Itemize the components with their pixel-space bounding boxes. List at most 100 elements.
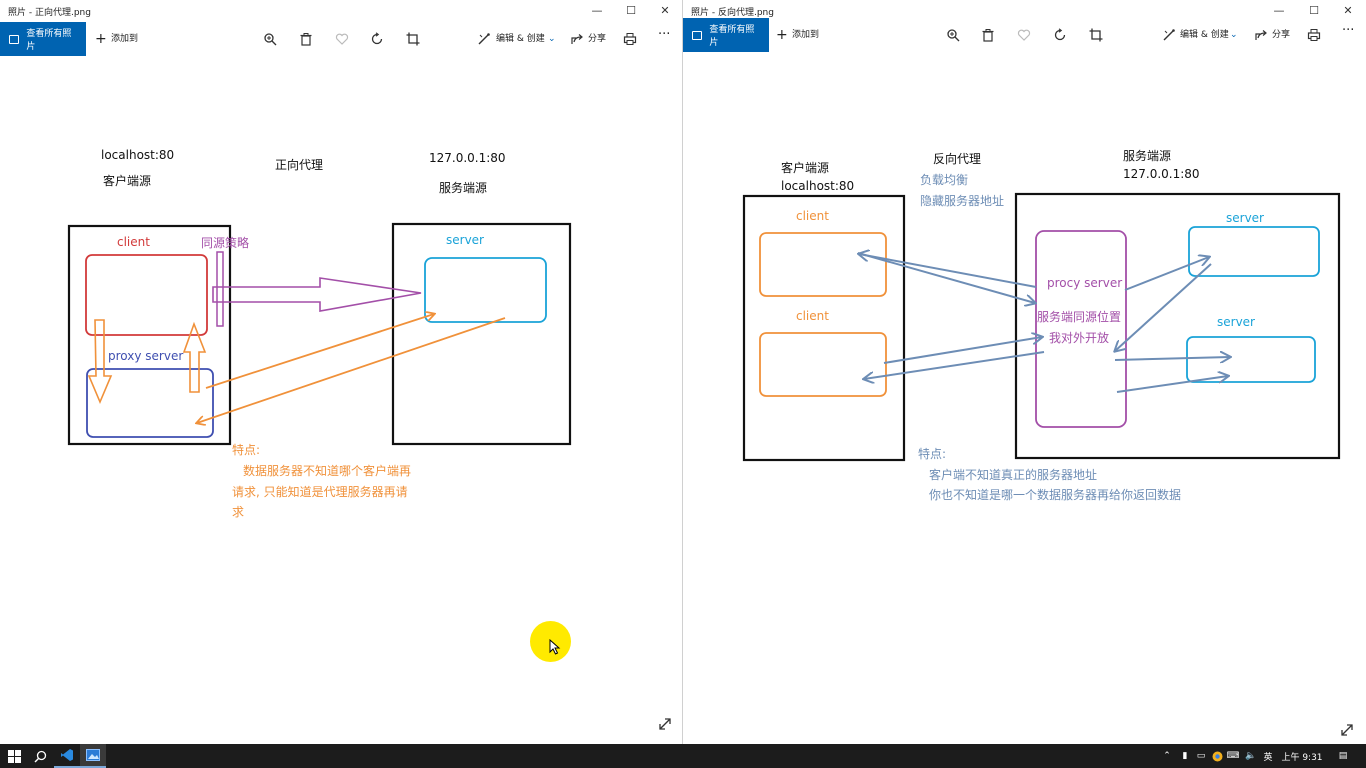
chevron-up-icon[interactable]: ⌃ bbox=[1163, 751, 1171, 761]
network-icon[interactable]: ▭ bbox=[1196, 751, 1206, 761]
proxy-server-box bbox=[1035, 230, 1127, 428]
expand-icon[interactable] bbox=[1340, 723, 1354, 737]
windows-start-icon[interactable] bbox=[0, 744, 28, 768]
rotate-icon[interactable] bbox=[1051, 26, 1069, 44]
server-host-label: 127.0.0.1:80 bbox=[1123, 167, 1200, 181]
add-to-button[interactable]: 添加到 bbox=[792, 30, 820, 40]
add-to-button[interactable]: 添加到 bbox=[111, 34, 139, 44]
client-host-label: localhost:80 bbox=[101, 148, 175, 162]
proxy-to-server-arrow bbox=[205, 314, 434, 389]
client-source-label: 客户端源 bbox=[103, 174, 152, 188]
minimize-button[interactable]: — bbox=[1273, 4, 1285, 17]
notification-icon[interactable]: ▤ bbox=[1338, 751, 1348, 761]
client2-to-proxy-arrow bbox=[883, 337, 1042, 364]
zoom-icon[interactable] bbox=[261, 30, 279, 48]
view-all-photos-button[interactable]: 查看所有照片 bbox=[0, 22, 86, 56]
client-to-proxy-arrow bbox=[182, 321, 207, 393]
plus-icon[interactable]: + bbox=[95, 31, 107, 47]
server-box bbox=[424, 257, 547, 323]
image-canvas: 客户端源 localhost:80 反向代理 负载均衡 隐藏服务器地址 服务端源… bbox=[683, 56, 1366, 744]
maximize-button[interactable]: ☐ bbox=[626, 4, 636, 17]
procy-server-label: procy server bbox=[1047, 276, 1123, 290]
photos-window-forward-proxy: 照片 - 正向代理.png — ☐ ✕ 查看所有照片 + 添加到 编辑 & 创建 bbox=[0, 0, 683, 744]
proxy-to-client1-arrow bbox=[859, 254, 1037, 288]
client-1-label: client bbox=[796, 209, 829, 223]
more-icon[interactable]: ··· bbox=[658, 27, 671, 42]
search-icon[interactable] bbox=[28, 744, 52, 768]
same-origin-barrier bbox=[216, 251, 224, 327]
server-host-label: 127.0.0.1:80 bbox=[429, 151, 506, 165]
heart-icon[interactable] bbox=[333, 30, 351, 48]
print-icon[interactable] bbox=[621, 30, 639, 48]
features-title: 特点: bbox=[918, 447, 947, 461]
taskbar: ⌃ ▮ ▭ ⌨ 🔈 英 上午 9:31 ▤ bbox=[0, 744, 1366, 768]
edit-create-button[interactable]: 编辑 & 创建 bbox=[1180, 30, 1229, 40]
vscode-icon[interactable] bbox=[54, 744, 80, 768]
share-button[interactable]: 分享 bbox=[588, 34, 607, 44]
toolbar: 查看所有照片 + 添加到 编辑 & 创建 ⌄ 分享 ··· bbox=[683, 18, 1366, 52]
client-box-1 bbox=[759, 232, 887, 297]
print-icon[interactable] bbox=[1305, 26, 1323, 44]
hide-server-label: 隐藏服务器地址 bbox=[920, 194, 1005, 208]
chevron-down-icon[interactable]: ⌄ bbox=[1230, 30, 1238, 40]
title-bar[interactable]: 照片 - 反向代理.png — ☐ ✕ bbox=[683, 0, 1366, 22]
title-bar[interactable]: 照片 - 正向代理.png — ☐ ✕ bbox=[0, 0, 682, 22]
maximize-button[interactable]: ☐ bbox=[1309, 4, 1319, 17]
zoom-icon[interactable] bbox=[944, 26, 962, 44]
expand-icon[interactable] bbox=[658, 717, 672, 731]
proxy-to-server2-arrow-alt bbox=[1116, 376, 1228, 393]
share-button[interactable]: 分享 bbox=[1272, 30, 1291, 40]
view-all-photos-label: 查看所有照片 bbox=[26, 29, 72, 52]
image-canvas: localhost:80 客户端源 正向代理 127.0.0.1:80 服务端源… bbox=[0, 56, 682, 744]
clock[interactable]: 上午 9:31 bbox=[1281, 752, 1323, 763]
rotate-icon[interactable] bbox=[368, 30, 386, 48]
volume-icon[interactable]: 🔈 bbox=[1245, 751, 1257, 761]
more-icon[interactable]: ··· bbox=[1342, 23, 1355, 38]
plus-icon[interactable]: + bbox=[776, 27, 788, 43]
mouse-pointer-icon bbox=[549, 639, 561, 655]
proxy-to-client-arrow bbox=[87, 319, 113, 405]
share-icon[interactable] bbox=[568, 30, 586, 48]
close-button[interactable]: ✕ bbox=[660, 4, 670, 17]
delete-icon[interactable] bbox=[297, 30, 315, 48]
browser-icon[interactable] bbox=[1210, 744, 1224, 768]
window-title: 照片 - 反向代理.png bbox=[691, 8, 774, 18]
edit-create-icon[interactable] bbox=[1160, 26, 1178, 44]
edit-create-icon[interactable] bbox=[475, 30, 493, 48]
edit-create-button[interactable]: 编辑 & 创建 bbox=[496, 34, 545, 44]
photos-window-reverse-proxy: 照片 - 反向代理.png — ☐ ✕ 查看所有照片 + 添加到 编辑 & 创建 bbox=[683, 0, 1366, 744]
photos-icon bbox=[692, 30, 703, 40]
minimize-button[interactable]: — bbox=[591, 4, 603, 17]
ime-indicator[interactable]: 英 bbox=[1263, 752, 1273, 763]
close-button[interactable]: ✕ bbox=[1343, 4, 1353, 17]
client-machine-box bbox=[742, 194, 906, 462]
client-label: client bbox=[117, 235, 150, 249]
crop-icon[interactable] bbox=[404, 30, 422, 48]
server-machine-box bbox=[1014, 192, 1341, 460]
server1-to-proxy-arrow bbox=[1115, 263, 1212, 351]
proxy-note-line-1: 服务端同源位置 bbox=[1037, 310, 1122, 324]
view-all-photos-label: 查看所有照片 bbox=[709, 25, 755, 48]
features-line-3: 求 bbox=[232, 505, 245, 519]
photos-icon bbox=[9, 34, 20, 44]
features-title: 特点: bbox=[232, 443, 261, 457]
reverse-proxy-heading: 反向代理 bbox=[933, 152, 982, 166]
server-source-label: 服务端源 bbox=[439, 181, 488, 195]
crop-icon[interactable] bbox=[1087, 26, 1105, 44]
server-to-proxy-arrow bbox=[197, 317, 506, 423]
share-icon[interactable] bbox=[1252, 26, 1270, 44]
heart-icon[interactable] bbox=[1015, 26, 1033, 44]
load-balance-label: 负载均衡 bbox=[920, 173, 969, 187]
toolbar: 查看所有照片 + 添加到 编辑 & 创建 ⌄ 分享 ··· bbox=[0, 22, 682, 56]
photos-app-icon[interactable] bbox=[80, 744, 106, 768]
view-all-photos-button[interactable]: 查看所有照片 bbox=[683, 18, 769, 52]
server-machine-box bbox=[391, 222, 572, 446]
delete-icon[interactable] bbox=[979, 26, 997, 44]
power-icon[interactable]: ▮ bbox=[1182, 751, 1188, 761]
chevron-down-icon[interactable]: ⌄ bbox=[548, 34, 556, 44]
microphone-icon[interactable]: ⌨ bbox=[1226, 751, 1240, 761]
features-line-2: 你也不知道是哪一个数据服务器再给你返回数据 bbox=[929, 488, 1182, 502]
client-host-label: localhost:80 bbox=[781, 179, 855, 193]
client-box-2 bbox=[759, 332, 887, 397]
proxy-to-client2-arrow bbox=[864, 351, 1045, 379]
